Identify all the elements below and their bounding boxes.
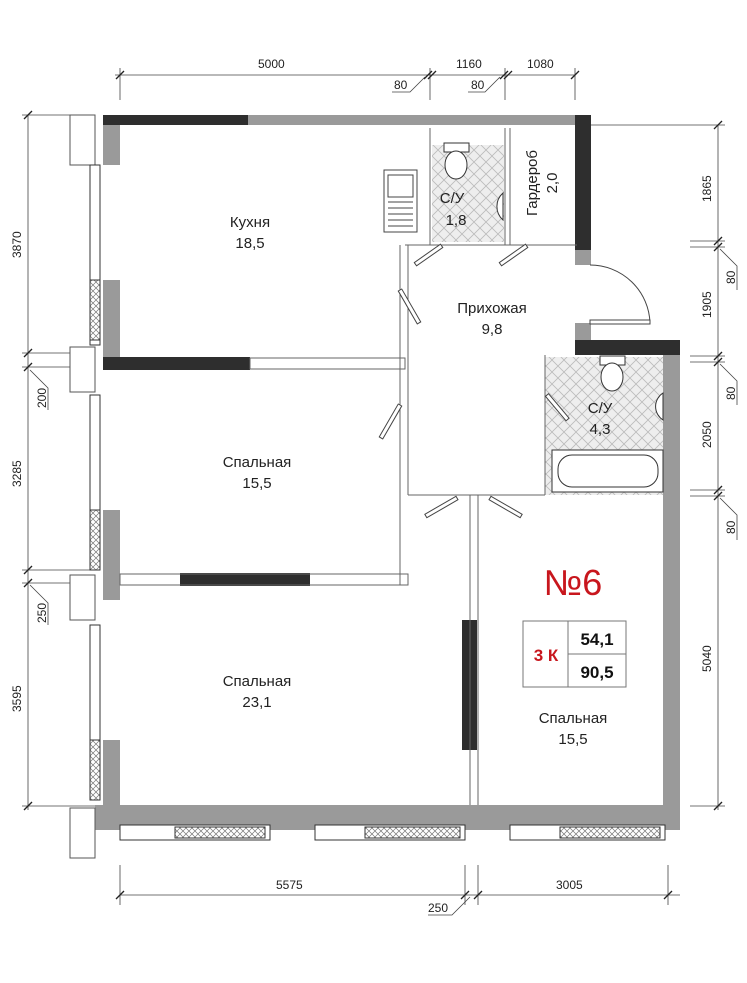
- dim-top-0: 5000: [258, 57, 285, 71]
- dim-bottom-2: 3005: [556, 878, 583, 892]
- dim-right-2: 1905: [700, 291, 714, 318]
- room-name-bedroom3: Спальная: [539, 710, 608, 727]
- dim-right-6: 5040: [700, 645, 714, 672]
- dim-top-1: 80: [394, 78, 408, 92]
- living-area: 54,1: [580, 630, 613, 649]
- dimension-labels: 5000 80 1160 80 1080 5575 250 3005 3870 …: [10, 57, 738, 915]
- room-count: 3 К: [534, 646, 559, 665]
- dim-left-2: 3285: [10, 460, 24, 487]
- room-name-bedroom2: Спальная: [223, 673, 292, 690]
- room-labels: Кухня 18,5 С/У 1,8 Гардероб 2,0 Прихожая…: [223, 150, 613, 748]
- room-name-wardrobe: Гардероб: [524, 150, 541, 216]
- room-area-wc1: 1,8: [446, 212, 467, 229]
- room-area-bedroom2: 23,1: [242, 694, 271, 711]
- total-area: 90,5: [580, 663, 613, 682]
- dim-right-4: 2050: [700, 421, 714, 448]
- partitions: [119, 128, 577, 805]
- bathtub-icon: [551, 449, 664, 493]
- room-name-bedroom1: Спальная: [223, 454, 292, 471]
- dim-top-2: 1160: [456, 57, 482, 71]
- windows: [69, 114, 666, 859]
- dim-left-3: 250: [35, 603, 49, 623]
- washbasin-icon: [496, 191, 664, 421]
- room-area-hallway: 9,8: [482, 321, 503, 338]
- room-name-hallway: Прихожая: [457, 300, 527, 317]
- room-area-wardrobe: 2,0: [544, 173, 561, 194]
- room-area-kitchen: 18,5: [235, 235, 264, 252]
- room-name-bathroom: С/У: [588, 400, 613, 417]
- room-area-bedroom1: 15,5: [242, 475, 271, 492]
- dim-top-4: 1080: [527, 57, 554, 71]
- dim-bottom-0: 5575: [276, 878, 303, 892]
- dim-right-5: 80: [724, 520, 738, 534]
- dim-left-1: 200: [35, 388, 49, 408]
- kitchen-sink-icon: [383, 169, 418, 233]
- wc-floor-tiles: [432, 145, 504, 242]
- doors: [378, 243, 651, 519]
- apartment-number: №6: [544, 562, 603, 603]
- room-area-bedroom3: 15,5: [558, 731, 587, 748]
- room-name-kitchen: Кухня: [230, 214, 270, 231]
- dim-top-3: 80: [471, 78, 485, 92]
- dimension-lines: [22, 68, 738, 916]
- room-area-bathroom: 4,3: [590, 421, 611, 438]
- dim-right-1: 80: [724, 270, 738, 284]
- dim-bottom-1: 250: [428, 901, 448, 915]
- dim-right-3: 80: [724, 386, 738, 400]
- toilet-icon: [443, 142, 626, 392]
- dim-left-0: 3870: [10, 231, 24, 258]
- room-name-wc1: С/У: [440, 190, 465, 207]
- dim-right-0: 1865: [700, 175, 714, 202]
- apartment-badge: №6 3 К 54,1 90,5: [522, 562, 627, 688]
- dim-left-4: 3595: [10, 685, 24, 712]
